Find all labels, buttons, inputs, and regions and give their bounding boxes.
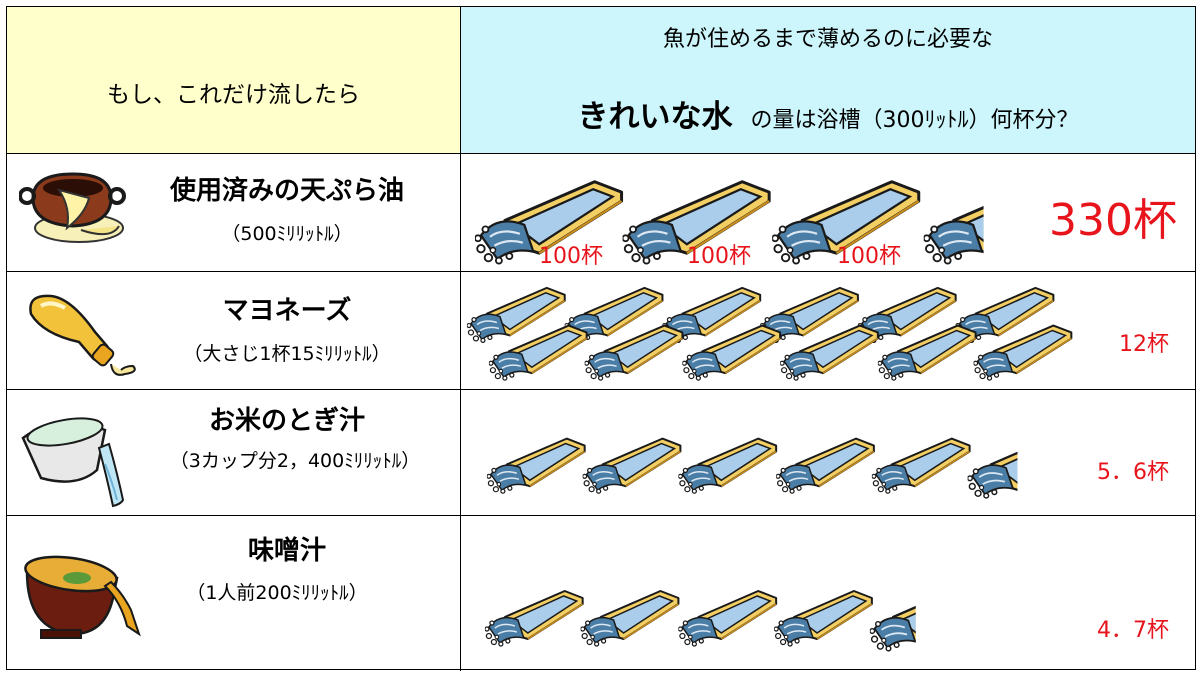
bathtub-icon [678, 437, 778, 495]
tub-label: 100杯 [539, 244, 603, 269]
item-cell: 味噌汁 （1人前200ﾐﾘﾘｯﾄﾙ） [7, 516, 461, 671]
header-left-cell: もし、これだけ流したら [7, 7, 461, 153]
header-question-line1: 魚が住めるまで薄めるのに必要な [662, 27, 993, 52]
table-row: 使用済みの天ぷら油 （500ﾐﾘﾘｯﾄﾙ） 100杯 100杯 100杯 330… [7, 154, 1195, 272]
table-row: お米のとぎ汁 （3カップ分2，400ﾐﾘﾘｯﾄﾙ） 5．6杯 [7, 390, 1195, 516]
header-question-rest: の量は浴槽（300ﾘｯﾄﾙ）何杯分？ [750, 108, 1079, 133]
result-count: 330杯 [1049, 195, 1177, 246]
partial-bathtub-icon [967, 433, 1018, 500]
bathtub-icon [871, 437, 971, 495]
bathtub-icon [774, 589, 874, 648]
result-count: 4．7杯 [1097, 618, 1169, 643]
tub-cell: 100杯 100杯 100杯 330杯 [461, 154, 1195, 271]
item-cell: マヨネーズ （大さじ1杯15ﾐﾘﾘｯﾄﾙ） [7, 272, 461, 389]
bathtub-group [484, 585, 916, 652]
header-row: もし、これだけ流したら 魚が住めるまで薄めるのに必要な きれいな水の量は浴槽（3… [7, 7, 1195, 154]
tub-label: 100杯 [687, 244, 751, 269]
header-right-cell: 魚が住めるまで薄めるのに必要な きれいな水の量は浴槽（300ﾘｯﾄﾙ）何杯分？ [461, 7, 1195, 153]
bathtub-icon [582, 437, 682, 495]
bathtub-group [486, 433, 1018, 500]
item-cell: 使用済みの天ぷら油 （500ﾐﾘﾘｯﾄﾙ） [7, 154, 461, 271]
item-amount: （3カップ分2，400ﾐﾘﾘｯﾄﾙ） [169, 450, 421, 472]
item-cell: お米のとぎ汁 （3カップ分2，400ﾐﾘﾘｯﾄﾙ） [7, 390, 461, 515]
bathtub-group [466, 286, 1073, 382]
tempura-pot-icon [19, 172, 126, 243]
bathtub-icon [776, 437, 876, 495]
item-name: マヨネーズ [222, 296, 352, 326]
header-left-text: もし、これだけ流したら [107, 82, 360, 108]
tub-cell: 4．7杯 [461, 516, 1195, 671]
mayonnaise-bottle-icon [29, 294, 136, 376]
bathtub-icon [580, 589, 680, 648]
tub-label: 100杯 [837, 244, 901, 269]
result-count: 12杯 [1119, 332, 1169, 357]
comparison-table: もし、これだけ流したら 魚が住めるまで薄めるのに必要な きれいな水の量は浴槽（3… [6, 6, 1196, 671]
bathtub-icon [486, 437, 586, 495]
table-row: マヨネーズ （大さじ1杯15ﾐﾘﾘｯﾄﾙ） 12杯 [7, 272, 1195, 390]
bathtub-icon [678, 589, 778, 648]
result-count: 5．6杯 [1097, 460, 1169, 485]
item-name: 味噌汁 [247, 536, 326, 566]
table-row: 味噌汁 （1人前200ﾐﾘﾘｯﾄﾙ） 4．7杯 [7, 516, 1195, 671]
item-amount: （500ﾐﾘﾘｯﾄﾙ） [221, 223, 353, 245]
bathtub-icon [484, 589, 584, 648]
item-amount: （大さじ1杯15ﾐﾘﾘｯﾄﾙ） [183, 343, 391, 365]
partial-bathtub-icon [869, 585, 916, 652]
header-question-line2: きれいな水の量は浴槽（300ﾘｯﾄﾙ）何杯分？ [461, 91, 1195, 136]
item-name: 使用済みの天ぷら油 [169, 176, 404, 206]
tub-cell: 5．6杯 [461, 390, 1195, 515]
clean-water-emphasis: きれいな水 [577, 99, 733, 135]
item-amount: （1人前200ﾐﾘﾘｯﾄﾙ） [186, 582, 368, 604]
rice-water-bowl-icon [21, 417, 125, 508]
item-name: お米のとぎ汁 [208, 406, 365, 436]
tub-cell: 12杯 [461, 272, 1195, 389]
miso-soup-bowl-icon [24, 555, 141, 639]
